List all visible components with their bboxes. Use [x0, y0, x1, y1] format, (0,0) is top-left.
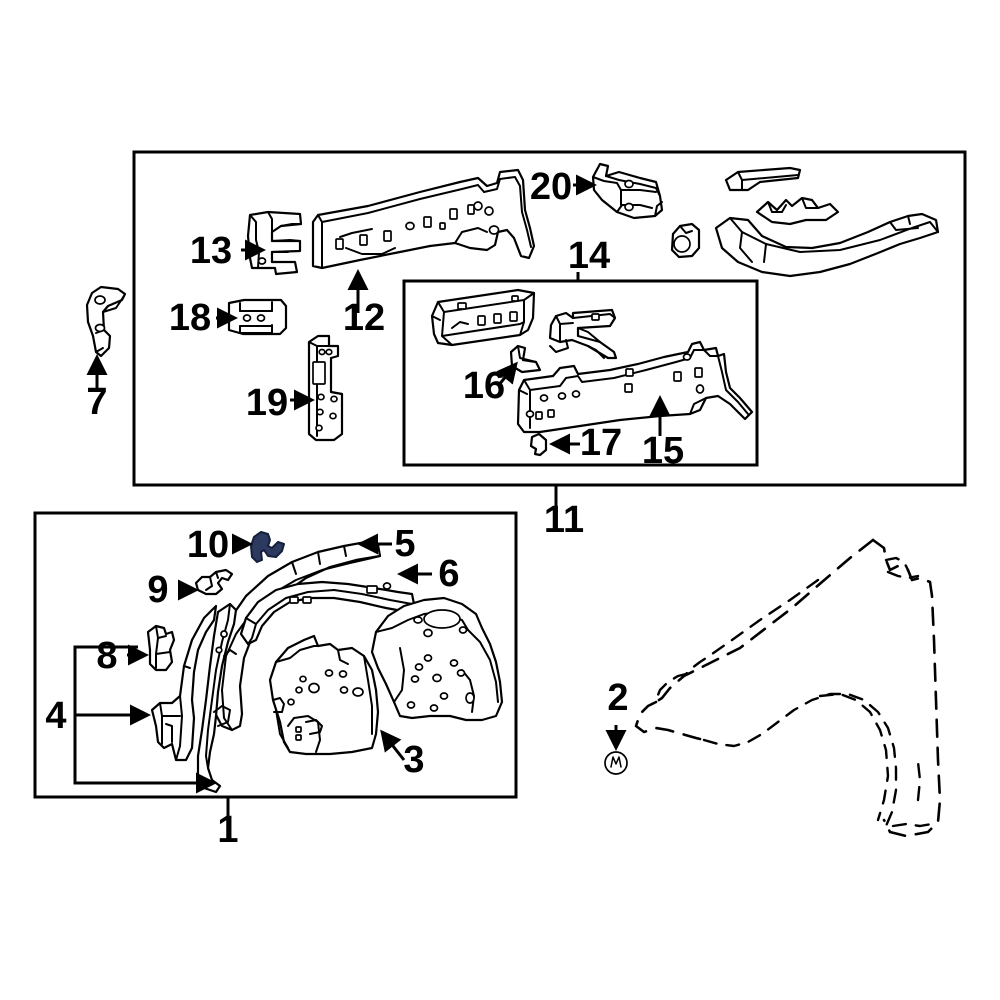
callout-16: 16 [463, 365, 505, 407]
callout-7: 7 [86, 381, 107, 423]
part-10-retainer-bracket [250, 531, 285, 563]
part-17-grommet [529, 432, 548, 457]
part-9-clip-bracket [194, 568, 234, 596]
callout-5: 5 [394, 523, 415, 565]
callout-2: 2 [607, 677, 628, 719]
callout-15: 15 [642, 430, 684, 472]
callout-3: 3 [403, 739, 424, 781]
callout-14: 14 [568, 235, 610, 277]
part-3-wheelhouse-inner-panel [268, 634, 380, 756]
callout-19: 19 [246, 382, 288, 424]
callout-10: 10 [187, 524, 229, 566]
callout-4: 4 [45, 695, 66, 737]
callout-17: 17 [580, 422, 622, 464]
group-box-14 [402, 279, 759, 467]
callout-13: 13 [190, 230, 232, 272]
leader-lines [73, 174, 671, 818]
part-18-mount-plate [227, 298, 288, 336]
part-4-apron-lower-member [196, 602, 238, 794]
part-20-corner-bracket [591, 162, 664, 220]
part-collar-ring [670, 222, 701, 259]
part-right-long-rail [714, 212, 940, 278]
part-12-side-member-panel [311, 168, 536, 270]
callout-6: 6 [438, 553, 459, 595]
part-4-apron-upper-member [150, 604, 218, 762]
part-7-hinge-bracket [85, 285, 127, 358]
part-wheelhouse-outer-panel [370, 596, 504, 722]
part-2-fender-ghost-outline [634, 538, 942, 838]
callout-20: 20 [530, 166, 572, 208]
callout-9: 9 [147, 569, 168, 611]
callout-11: 11 [544, 499, 584, 541]
part-2-fastener-symbol [604, 751, 628, 775]
part-upper-angle-bar [724, 166, 802, 192]
callout-8: 8 [96, 635, 117, 677]
part-zigzag-clamp [755, 196, 840, 226]
part-14-upper-member-bar [430, 288, 536, 347]
part-14-center-bracket [548, 308, 618, 360]
callout-12: 12 [343, 297, 385, 339]
part-15-side-member-rail [516, 340, 754, 434]
callout-18: 18 [169, 297, 211, 339]
callout-1: 1 [217, 809, 238, 851]
group-box-11 [132, 150, 967, 487]
group-box-1 [33, 511, 518, 799]
part-8-small-bracket [146, 624, 176, 672]
part-19-vertical-bracket [307, 334, 344, 442]
